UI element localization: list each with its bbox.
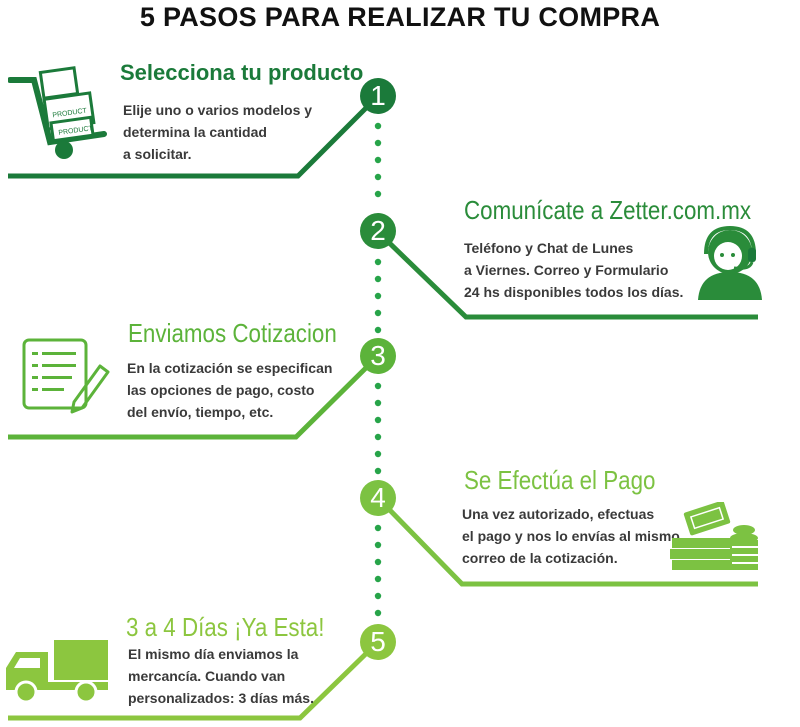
timeline-dots — [374, 122, 382, 617]
timeline-dot — [374, 382, 382, 390]
step4-description: Una vez autorizado, efectuas el pago y n… — [462, 503, 680, 569]
timeline-dot — [374, 156, 382, 164]
document-pencil-icon — [22, 338, 110, 414]
delivery-truck-icon — [6, 640, 108, 704]
timeline-dot — [374, 122, 382, 130]
step4-line: Una vez autorizado, efectuas — [462, 506, 655, 522]
timeline-dot — [374, 139, 382, 147]
step1-line: determina la cantidad — [123, 124, 267, 140]
step2-line: 24 hs disponibles todos los días. — [464, 284, 684, 300]
step4-connector — [376, 496, 758, 587]
timeline-dot — [374, 275, 382, 283]
step4-title: Se Efectúa el Pago — [464, 465, 656, 495]
step2-title: Comunícate a Zetter.com.mx — [464, 195, 752, 225]
timeline-dot — [374, 467, 382, 475]
timeline-dot — [374, 524, 382, 532]
timeline-dot — [374, 609, 382, 617]
step3-line: del envío, tiempo, etc. — [127, 404, 274, 420]
step5-connector — [8, 640, 380, 721]
timeline-dot — [374, 433, 382, 441]
timeline-dot — [374, 292, 382, 300]
step5-number-circle: 5 — [360, 624, 396, 660]
step1-line: Elije uno o varios modelos y — [123, 102, 313, 118]
step2-number-circle: 2 — [360, 213, 396, 249]
step1-title: Selecciona tu producto — [120, 60, 364, 85]
timeline-dot — [374, 399, 382, 407]
money-stack-icon — [670, 502, 758, 570]
step1-number-circle: 1 — [360, 78, 396, 114]
timeline-dot — [374, 258, 382, 266]
step2-description: Teléfono y Chat de Lunes a Viernes. Corr… — [464, 237, 683, 303]
step4-line: el pago y nos lo envías al mismo — [462, 528, 680, 544]
step3-line: las opciones de pago, costo — [127, 382, 315, 398]
step3-number-circle: 3 — [360, 338, 396, 374]
step2-line: Teléfono y Chat de Lunes — [464, 240, 634, 256]
step1-line: a solicitar. — [123, 146, 192, 162]
step5-title: 3 a 4 Días ¡Ya Esta! — [126, 612, 325, 642]
timeline-dot — [374, 326, 382, 334]
timeline-dot — [374, 190, 382, 198]
timeline-dot — [374, 416, 382, 424]
step4-line: correo de la cotización. — [462, 550, 618, 566]
support-agent-headset-icon — [698, 225, 762, 300]
step2-line: a Viernes. Correo y Formulario — [464, 262, 669, 278]
step5-line: mercancía. Cuando van — [128, 668, 286, 684]
timeline-dot — [374, 575, 382, 583]
box-label: PRODUCT — [58, 125, 94, 137]
page-title: 5 PASOS PARA REALIZAR TU COMPRA — [139, 2, 661, 32]
step3-description: En la cotización se especifican las opci… — [127, 357, 332, 423]
hand-truck-boxes-icon: PRODUCT PRODUCT — [8, 66, 107, 159]
timeline-dot — [374, 173, 382, 181]
step3-title: Enviamos Cotizacion — [128, 318, 337, 348]
step2-connector — [376, 230, 758, 320]
step4-number-circle: 4 — [360, 480, 396, 516]
step3-line: En la cotización se especifican — [127, 360, 333, 376]
step5-description: El mismo día enviamos la mercancía. Cuan… — [128, 643, 314, 709]
box-label: PRODUCT — [52, 107, 88, 119]
step5-line: personalizados: 3 días más. — [128, 690, 314, 706]
step1-description: Elije uno o varios modelos y determina l… — [123, 99, 312, 165]
step5-line: El mismo día enviamos la — [128, 646, 299, 662]
timeline-dot — [374, 592, 382, 600]
timeline-dot — [374, 558, 382, 566]
timeline-dot — [374, 541, 382, 549]
step1-connector — [8, 94, 380, 179]
step3-connector — [8, 354, 380, 440]
timeline-dot — [374, 309, 382, 317]
timeline-dot — [374, 450, 382, 458]
